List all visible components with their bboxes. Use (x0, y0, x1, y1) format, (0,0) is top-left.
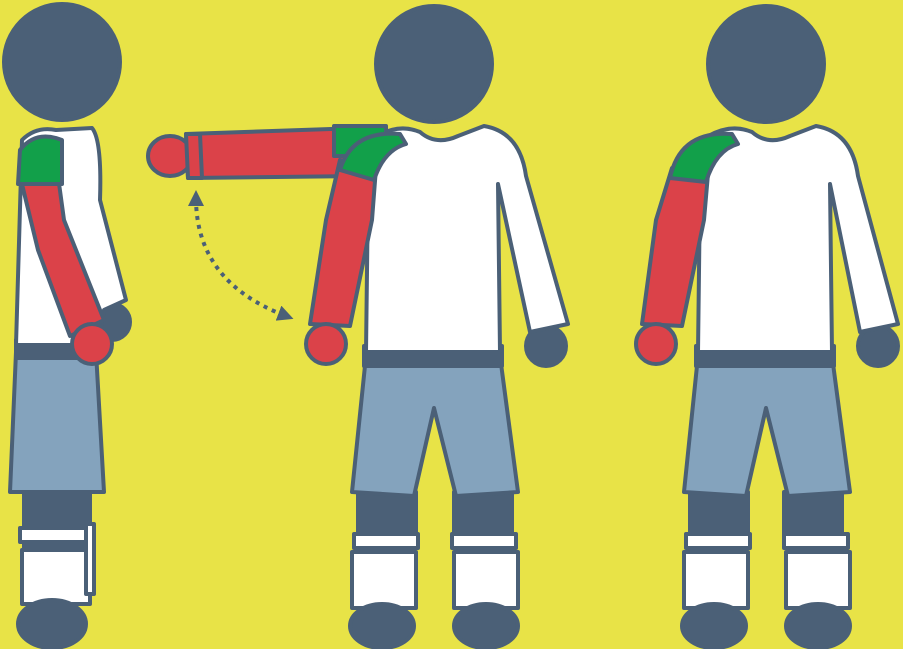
curved-dotted-arrow-icon (196, 198, 286, 316)
shoe (18, 600, 86, 648)
shoe-left (682, 604, 746, 648)
head (376, 6, 492, 122)
shoe-right (786, 604, 850, 648)
sock-band (20, 528, 92, 542)
sock (22, 550, 90, 604)
shoe-left (350, 604, 414, 648)
shorts (684, 356, 850, 496)
hand-highlight (72, 324, 112, 364)
shorts (352, 356, 518, 496)
sock-band-left (686, 534, 750, 548)
sock-right (786, 552, 850, 608)
figure-side-view (4, 4, 130, 648)
hand-highlight (636, 324, 676, 364)
sock-right (454, 552, 518, 608)
shorts (10, 352, 104, 492)
head (708, 6, 824, 122)
sock-left (352, 552, 416, 608)
sock-band-left (354, 534, 418, 548)
shirt (366, 126, 568, 352)
hand-highlight (306, 324, 346, 364)
sock-left (684, 552, 748, 608)
sock-edge (86, 524, 94, 594)
sock-band-right (784, 534, 848, 548)
figure-front-view (636, 6, 898, 648)
head (4, 4, 120, 120)
shoulder-highlight (18, 137, 62, 185)
raised-arm-cuff (186, 134, 202, 178)
sock-band-right (452, 534, 516, 548)
shoe-right (454, 604, 518, 648)
shirt (698, 126, 898, 352)
figure-front-arm-raised (148, 6, 568, 648)
